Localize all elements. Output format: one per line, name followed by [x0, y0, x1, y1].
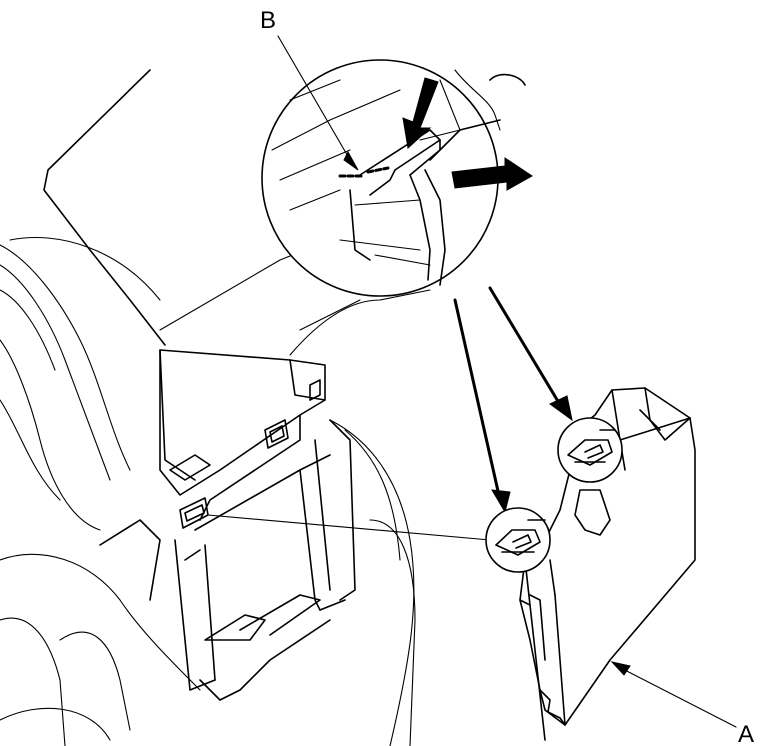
arrowhead-upper [549, 395, 573, 422]
clip-detail-circles [485, 417, 623, 573]
alignment-guide-line [207, 514, 491, 541]
label-b: B [260, 7, 276, 34]
detail-magnifier [261, 59, 533, 297]
mounting-bracket [159, 349, 356, 701]
callout-b: B [260, 7, 359, 171]
callout-arrows [453, 286, 573, 514]
leader-line-a [614, 664, 737, 728]
slide-right-arrow [451, 157, 533, 191]
label-a: A [738, 721, 754, 746]
arrowhead-lower [491, 489, 511, 514]
leader-line-b [277, 35, 354, 166]
callout-a: A [610, 661, 754, 746]
vehicle-body-outline [0, 69, 431, 746]
press-down-arrow [402, 77, 439, 149]
